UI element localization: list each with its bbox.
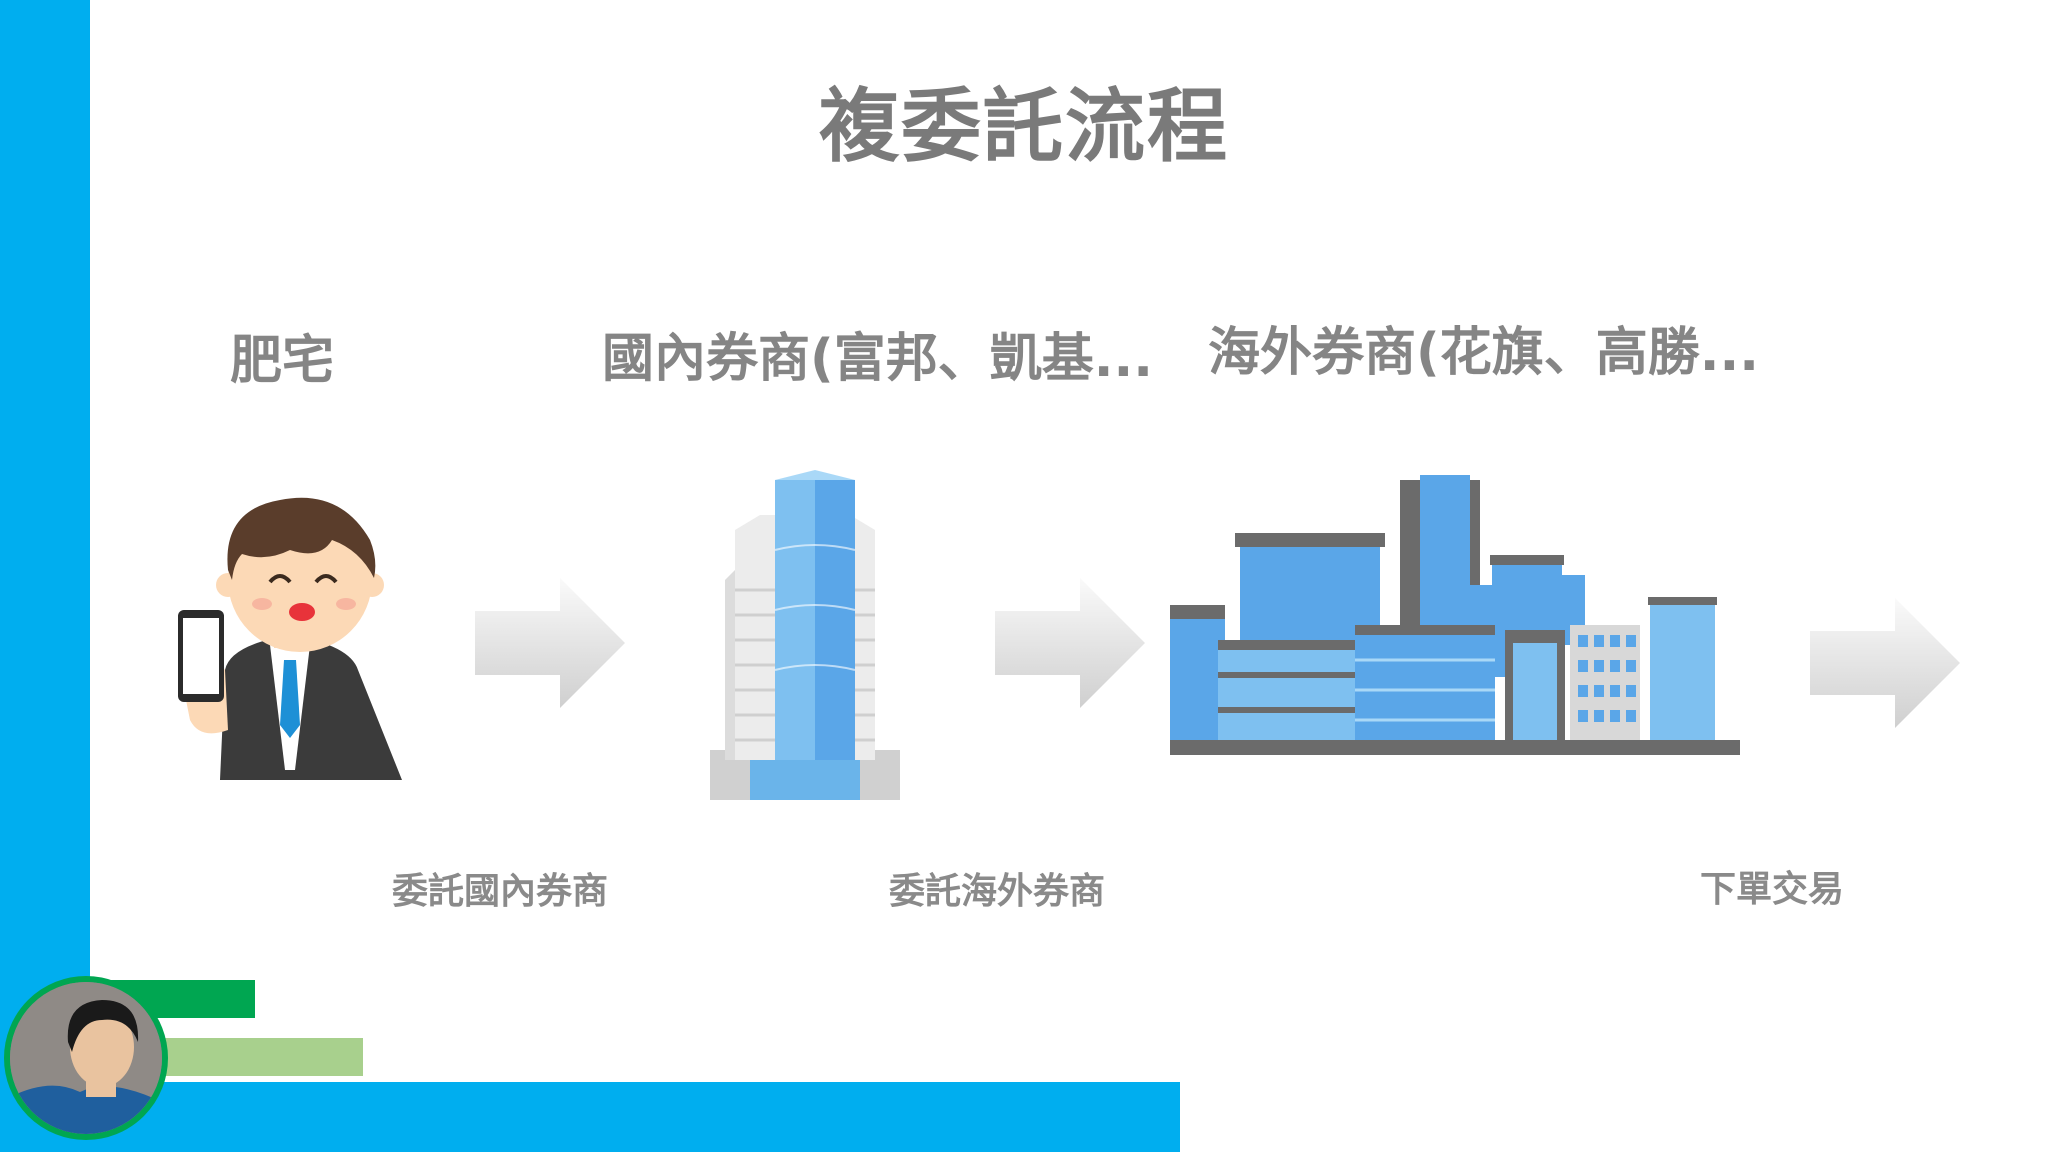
businessman-phone-icon (178, 497, 402, 780)
avatar (4, 976, 168, 1140)
avatar-person-icon (10, 982, 162, 1134)
step-label-trade: 下單交易 (1700, 869, 1845, 910)
stage-label-overseas-broker: 海外券商(花旗、高勝... (1208, 323, 1760, 383)
stage-label-domestic-broker: 國內券商(富邦、凱基... (602, 329, 1154, 389)
page-title: 複委託流程 (819, 80, 1229, 173)
office-tower-icon (710, 470, 900, 800)
arrow-right-icon (475, 578, 625, 708)
left-accent-bar (0, 0, 90, 1152)
stage-label-user: 肥宅 (230, 331, 335, 391)
bottom-accent-bar (0, 1082, 1180, 1152)
city-buildings-icon (1170, 475, 1740, 755)
step-label-overseas: 委託海外券商 (889, 871, 1106, 912)
arrow-right-icon (1810, 598, 1960, 728)
arrow-right-icon (995, 578, 1145, 708)
step-label-domestic: 委託國內券商 (392, 871, 609, 912)
